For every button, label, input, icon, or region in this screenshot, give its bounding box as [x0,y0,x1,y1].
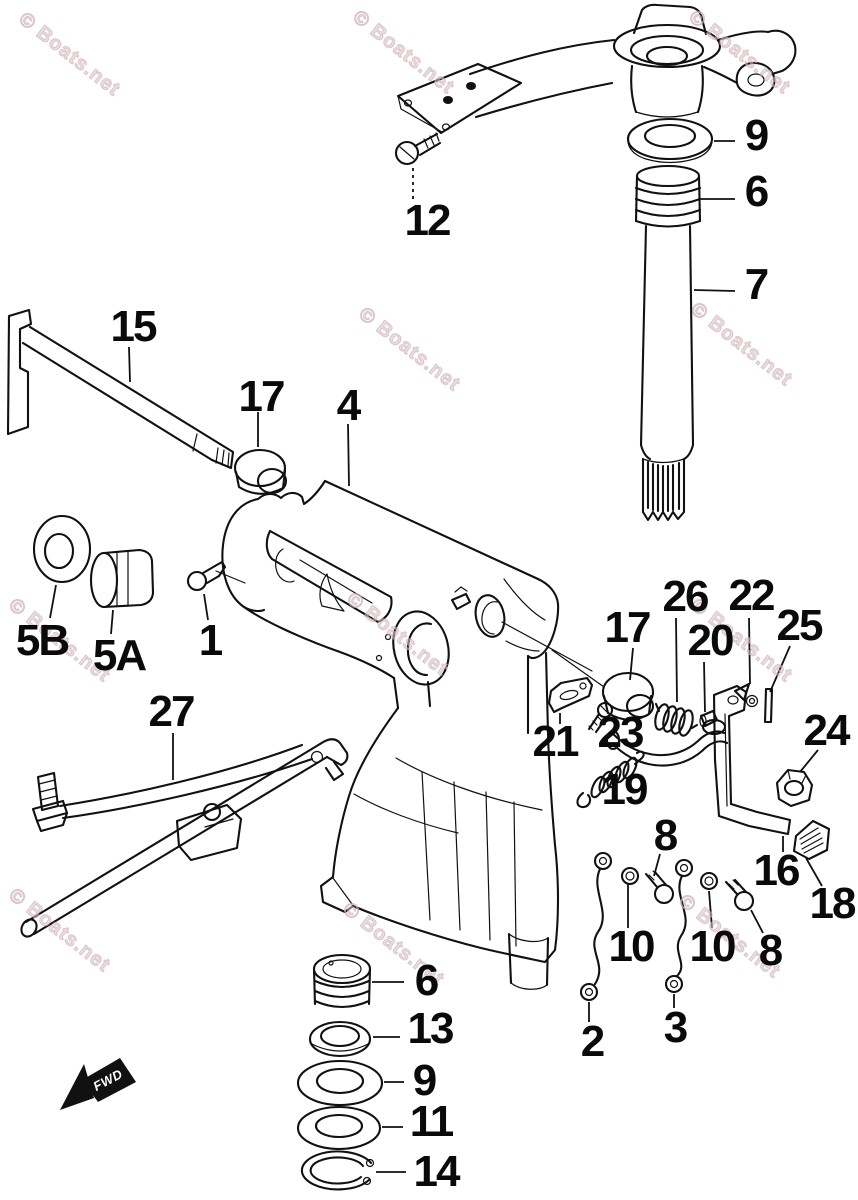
leader-lines [49,140,823,1173]
leader-line [653,853,661,877]
part-10-washer-b [699,871,719,891]
part-number-label: 8 [653,811,679,860]
part-10-washer-a [620,866,640,886]
part-number-label: 6 [744,167,770,216]
part-number-label: 8 [758,926,784,975]
part-number-label: 19 [601,765,649,814]
part-8-screw-b [724,878,755,912]
fwd-arrow: FWD [60,1058,136,1110]
leader-line [128,346,131,383]
part-number-label: 10 [689,922,737,971]
part-number-label: 11 [409,1097,454,1146]
part-6-ring-set-top [634,164,702,228]
leader-line [750,909,764,934]
part-5b-washer [32,514,92,584]
part-number-label: 12 [404,196,452,245]
part-14-circlip [300,1150,375,1191]
leader-line [110,609,114,635]
part-number-label: 6 [414,956,440,1005]
part-19-spring [576,750,645,809]
part-21-bracket [547,676,594,714]
part-number-label: 9 [412,1056,438,1105]
part-27-link-rod [20,738,349,938]
part-23-screw [587,701,614,734]
leader-line [769,645,791,693]
part-number-label: 23 [597,708,645,757]
part-12-screw [394,132,442,166]
leader-line [703,661,706,713]
leader-line [805,857,823,887]
part-steering-yoke [396,3,797,135]
part-number-label: 4 [336,381,362,430]
part-9-washer-bottom [296,1059,384,1107]
part-number-label: 10 [608,922,656,971]
part-17-bushing-left [233,448,288,495]
leader-line [708,890,713,929]
part-number-label: 18 [809,879,857,928]
part-26-spring [654,702,699,737]
part-number-label: 13 [407,1004,455,1053]
part-number-label: 27 [148,687,196,736]
part-number-label: 7 [744,260,770,309]
part-number-label: 1 [198,616,224,665]
part-number-label: 2 [580,1017,606,1066]
part-9-washer-top [626,117,714,164]
part-number-label: 9 [744,111,770,160]
part-4-swivel-bracket [215,479,605,990]
part-number-label: 16 [753,846,801,895]
part-25-pin [763,687,774,724]
leader-line [203,593,209,621]
part-24-nut [775,768,814,808]
part-number-label: 17 [238,372,286,421]
leader-line [347,423,350,487]
part-13-seal [308,1020,372,1058]
part-number-label: 15 [110,302,158,351]
leader-line [629,647,634,681]
part-number-label: 21 [532,717,580,766]
part-18-anode [792,819,831,861]
part-number-label: 22 [728,571,776,620]
part-2-cable [579,851,613,1002]
part-5a-bushing [89,548,155,609]
part-11-washer-bottom [296,1105,382,1151]
part-8-screw-a [644,870,675,905]
part-number-label: 5A [92,631,147,680]
part-3-cable [664,858,694,994]
part-number-label: 14 [413,1147,461,1196]
part-number-label: 24 [803,706,851,755]
part-number-label: 3 [663,1003,689,1052]
part-6-bushing-bottom [312,953,372,1009]
part-number-label: 25 [776,601,824,650]
leader-line [799,749,819,773]
part-number-label: 17 [604,603,652,652]
leader-line [748,617,751,685]
leader-line [693,289,736,292]
leader-line [675,617,678,703]
part-7-steering-shaft [639,224,695,522]
part-number-label: 5B [15,616,70,665]
part-1-grease-nipple [186,560,227,592]
part-16-lever-plate [712,684,792,836]
part-number-label: 26 [662,572,710,621]
part-15-tilt-rod [6,308,235,470]
part-number-label: 20 [687,616,735,665]
leader-line [49,584,57,619]
